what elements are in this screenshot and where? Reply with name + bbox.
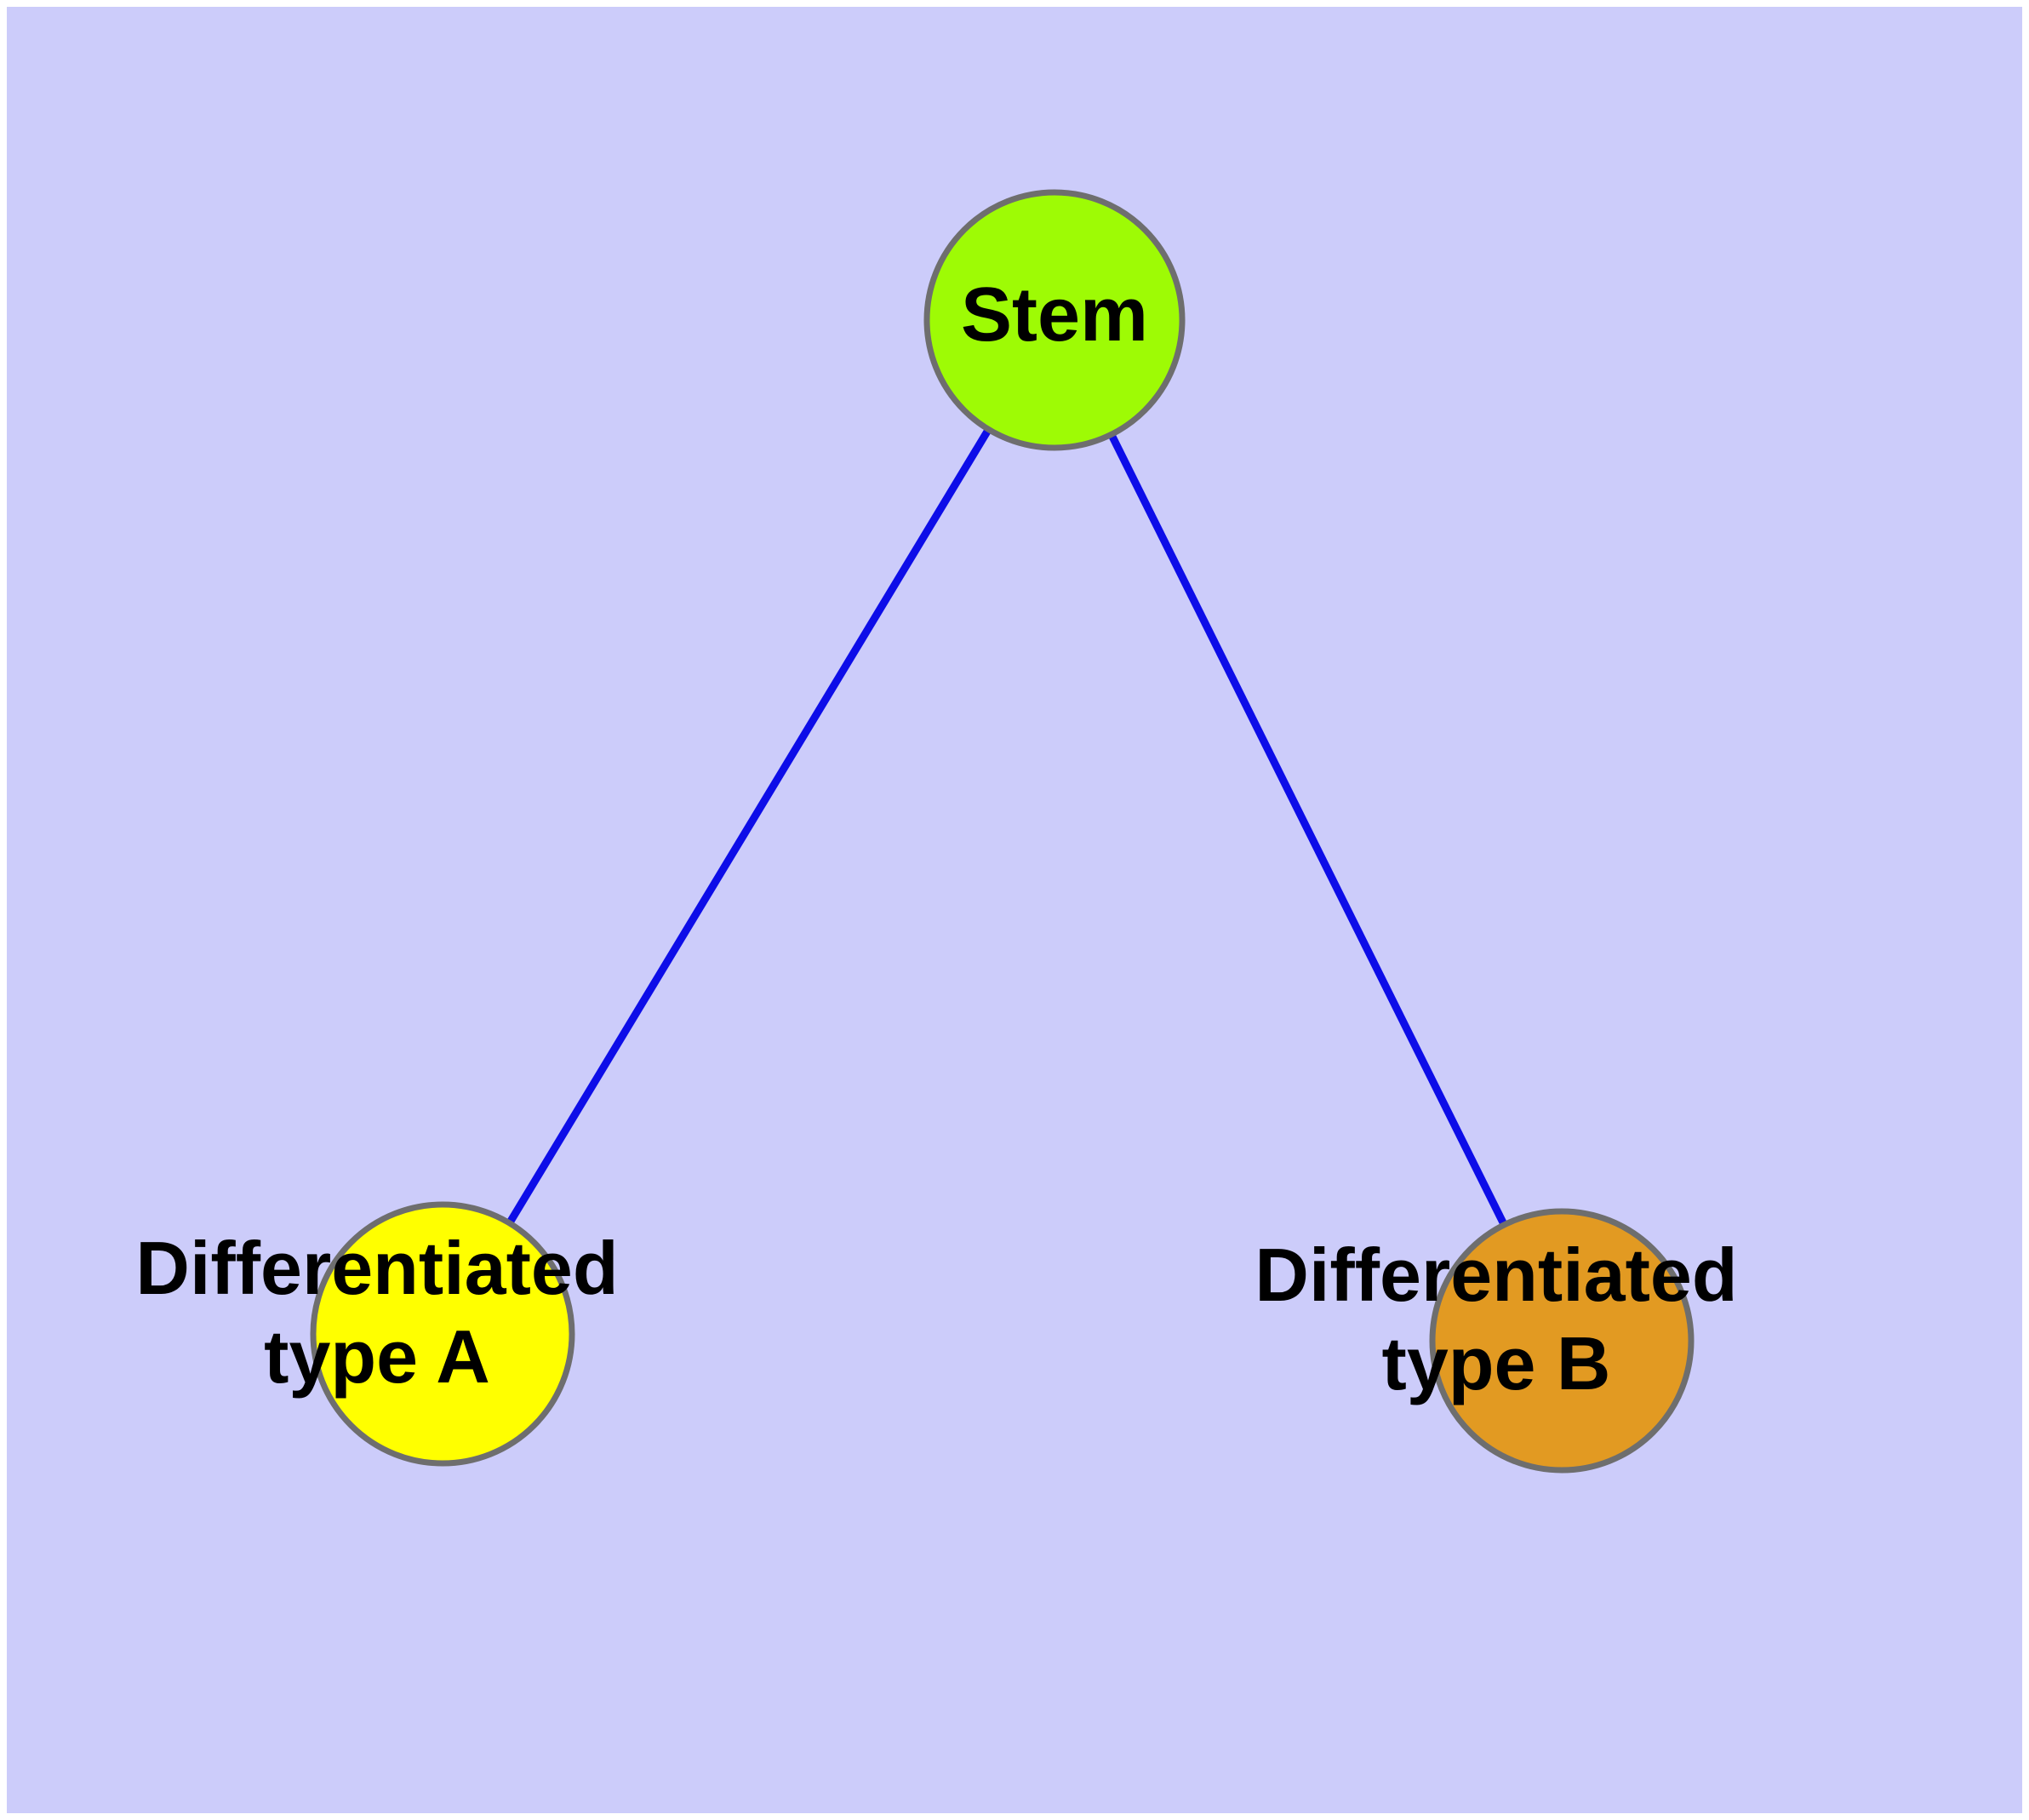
node-circle-stem[interactable] [923,189,1186,451]
edge-stem-to-diff-a [439,318,1058,1336]
node-circle-diff-a[interactable] [310,1201,575,1467]
edge-stem-to-diff-b [1050,318,1566,1343]
node-circle-diff-b[interactable] [1429,1208,1695,1474]
node-label-line: Differentiated [1255,1233,1737,1317]
node-label-line: type B [1382,1321,1611,1405]
node-stem[interactable] [923,189,1186,451]
node-label-line: type A [264,1314,490,1399]
edges-layer [439,318,1566,1343]
node-label-line: Stem [961,272,1148,358]
node-label-line: Differentiated [135,1226,618,1310]
node-diff-b[interactable] [1429,1208,1695,1474]
node-label-stem: Stem [961,272,1148,358]
node-diff-a[interactable] [310,1201,575,1467]
